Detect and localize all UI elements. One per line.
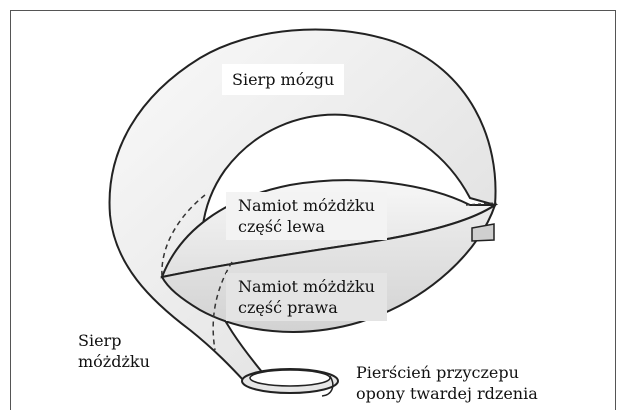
label-falx-cerebri: Sierp mózgu (222, 64, 344, 95)
label-dural-ring-line1: Pierścień przyczepu (356, 362, 538, 383)
label-dural-ring: Pierścień przyczepu opony twardej rdzeni… (356, 362, 538, 404)
label-tentorium-left-line1: Namiot móżdżku (238, 195, 375, 216)
label-dural-ring-line2: opony twardej rdzenia (356, 383, 538, 404)
label-falx-cerebelli-line2: móżdżku (78, 351, 150, 372)
label-tentorium-left-line2: część lewa (238, 216, 375, 237)
label-tentorium-right-line1: Namiot móżdżku (238, 276, 375, 297)
label-falx-cerebelli-line1: Sierp (78, 330, 150, 351)
label-tentorium-right: Namiot móżdżku część prawa (226, 273, 387, 321)
label-falx-cerebelli: Sierp móżdżku (78, 330, 150, 372)
label-tentorium-right-line2: część prawa (238, 297, 375, 318)
dural-ring-inner (250, 370, 330, 386)
label-tentorium-left: Namiot móżdżku część lewa (226, 192, 387, 240)
